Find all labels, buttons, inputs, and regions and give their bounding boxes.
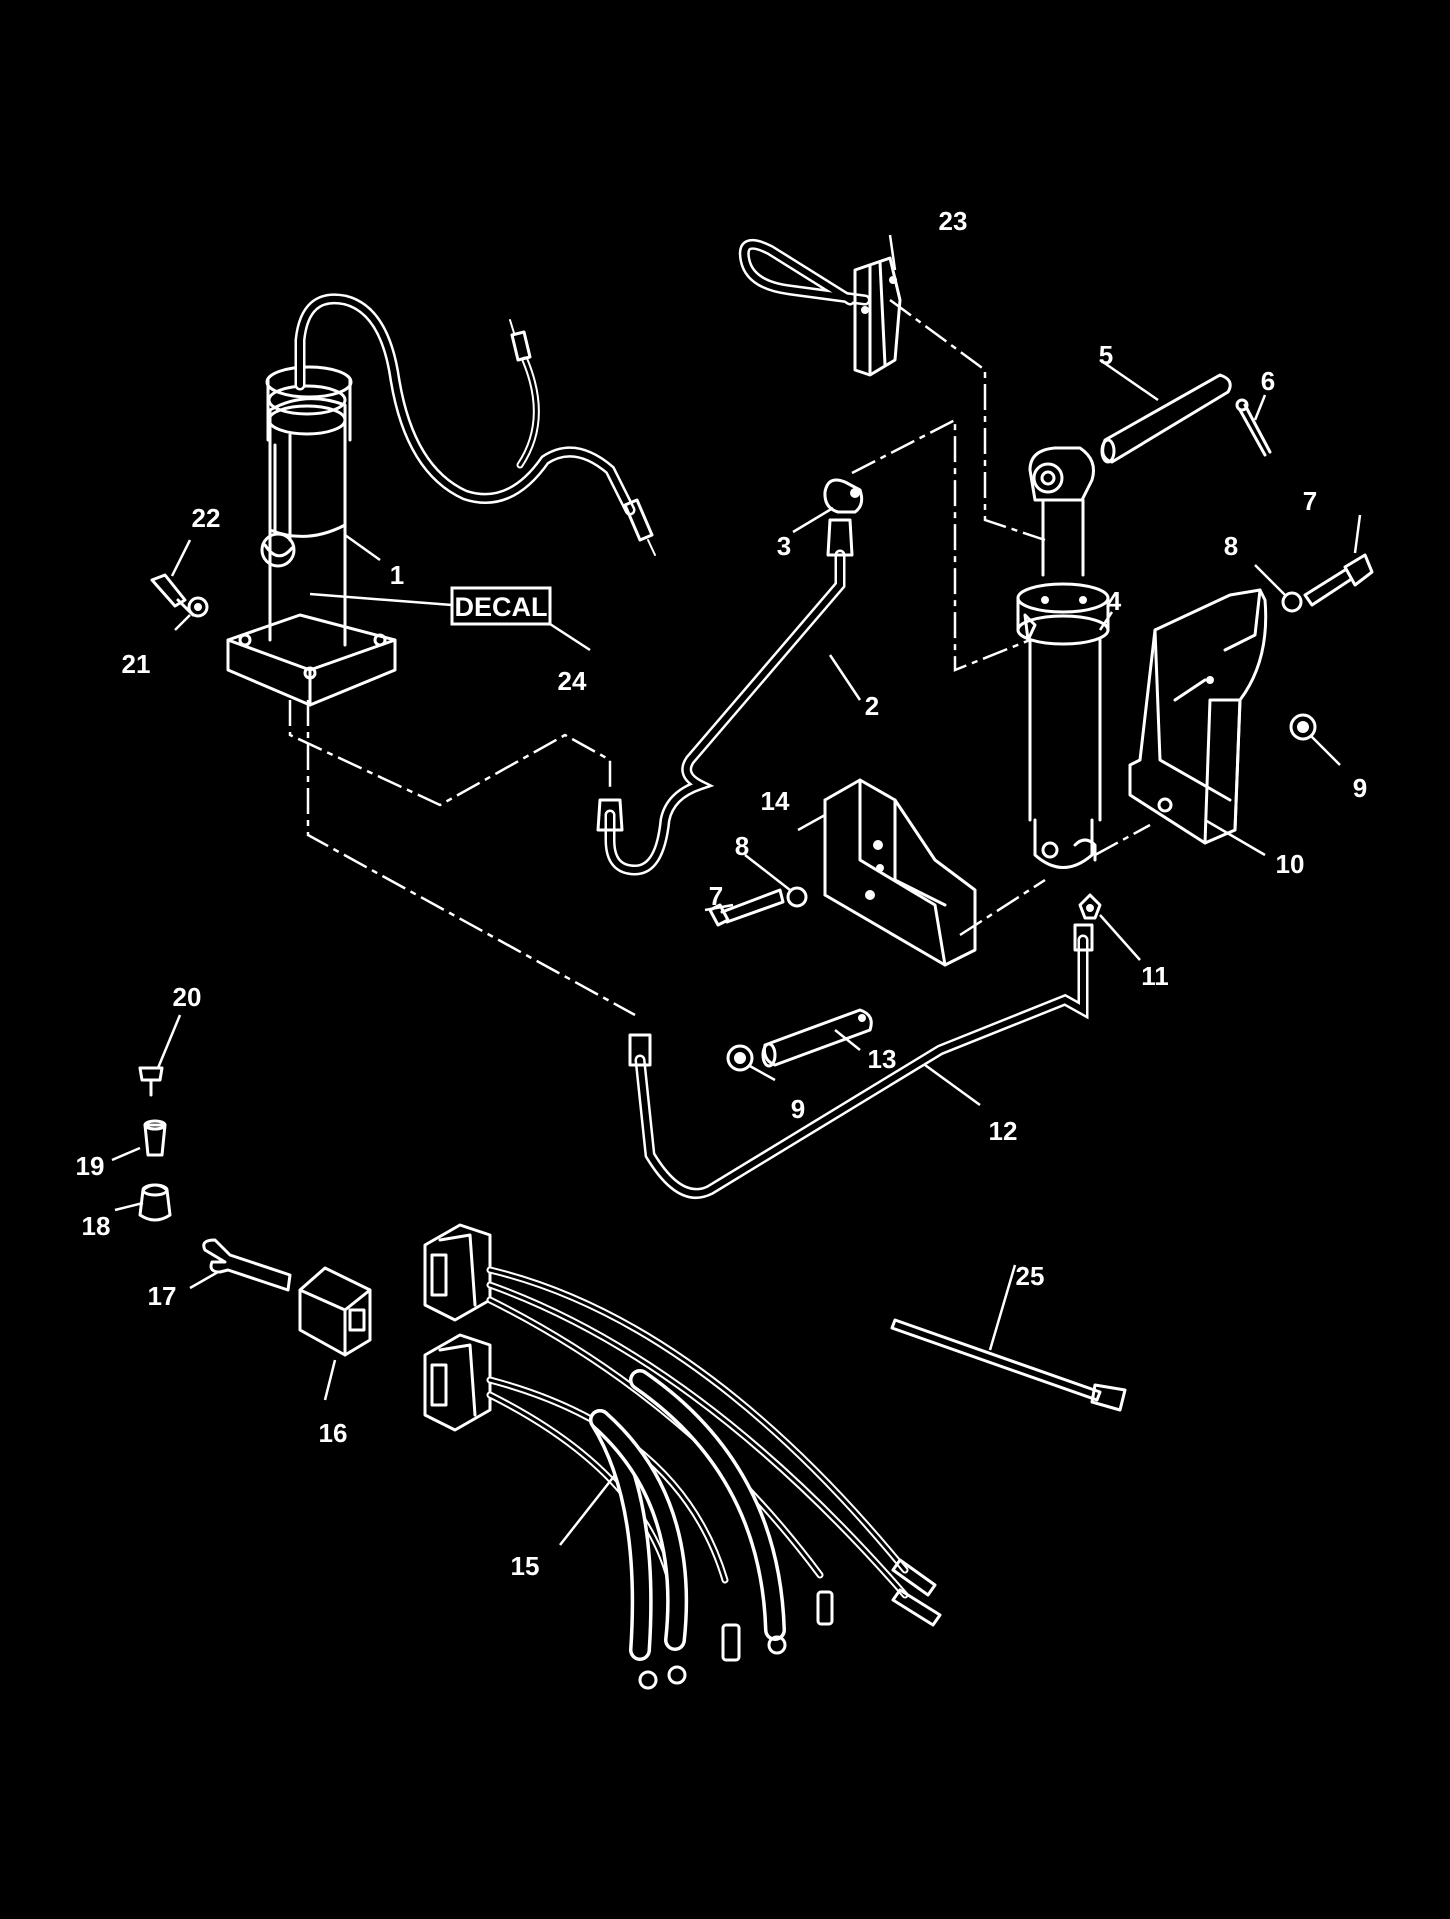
callout-8-left: 8 (735, 831, 749, 861)
callout-2: 2 (865, 691, 879, 721)
hydraulic-line-2 (596, 518, 854, 876)
callout-12: 12 (989, 1116, 1018, 1146)
hydraulic-line-12 (628, 923, 1094, 1199)
callout-22: 22 (192, 503, 221, 533)
callout-18: 18 (82, 1211, 111, 1241)
callout-8-right: 8 (1224, 531, 1238, 561)
callout-24: 24 (558, 666, 587, 696)
bolt-7-right (1281, 553, 1374, 613)
pin-5 (1100, 373, 1232, 464)
screw-20 (138, 1066, 164, 1097)
callout-21: 21 (122, 649, 151, 679)
wiring-harness-15 (423, 1223, 942, 1690)
callout-15: 15 (511, 1551, 540, 1581)
pin-13 (761, 1008, 873, 1068)
callout-7-left: 7 (709, 881, 723, 911)
callout-16: 16 (319, 1418, 348, 1448)
bracket-10 (1128, 588, 1268, 845)
callout-17: 17 (148, 1281, 177, 1311)
callout-5: 5 (1099, 340, 1113, 370)
callout-14: 14 (761, 786, 790, 816)
callout-9-left: 9 (791, 1094, 805, 1124)
callout-20: 20 (173, 982, 202, 1012)
callout-9-right: 9 (1353, 773, 1367, 803)
trim-cylinder-4 (1016, 446, 1110, 869)
pump-motor-assembly (226, 293, 656, 707)
callout-4: 4 (1107, 586, 1122, 616)
clip-23 (738, 238, 902, 377)
grommet-18 (138, 1183, 172, 1222)
callout-numbers: 1 2 3 4 5 6 7 7 8 8 9 9 10 11 12 13 14 1… (76, 206, 1368, 1581)
decal-label: DECAL (309, 586, 552, 626)
bolt-22 (150, 573, 209, 618)
nut-9-left (726, 1044, 754, 1072)
callout-25: 25 (1016, 1261, 1045, 1291)
callout-6: 6 (1261, 366, 1275, 396)
elbow-fitting-3 (823, 478, 864, 514)
cable-tie-25 (890, 1318, 1127, 1412)
callout-19: 19 (76, 1151, 105, 1181)
bushing-19 (143, 1119, 167, 1157)
callout-1: 1 (390, 560, 404, 590)
relay-16 (298, 1266, 372, 1357)
fitting-11 (1078, 893, 1102, 920)
callout-7-right: 7 (1303, 486, 1317, 516)
callout-13: 13 (868, 1044, 897, 1074)
terminal-17 (202, 1238, 292, 1292)
callout-23: 23 (939, 206, 968, 236)
callout-3: 3 (777, 531, 791, 561)
nut-9-right (1289, 713, 1317, 741)
cotter-pin-6 (1235, 398, 1272, 457)
callout-11: 11 (1141, 961, 1169, 991)
assembly-lines (288, 298, 1151, 1017)
bracket-14 (823, 778, 977, 967)
leader-lines (111, 234, 1362, 1546)
callout-10: 10 (1276, 849, 1305, 879)
decal-text: DECAL (455, 592, 548, 622)
